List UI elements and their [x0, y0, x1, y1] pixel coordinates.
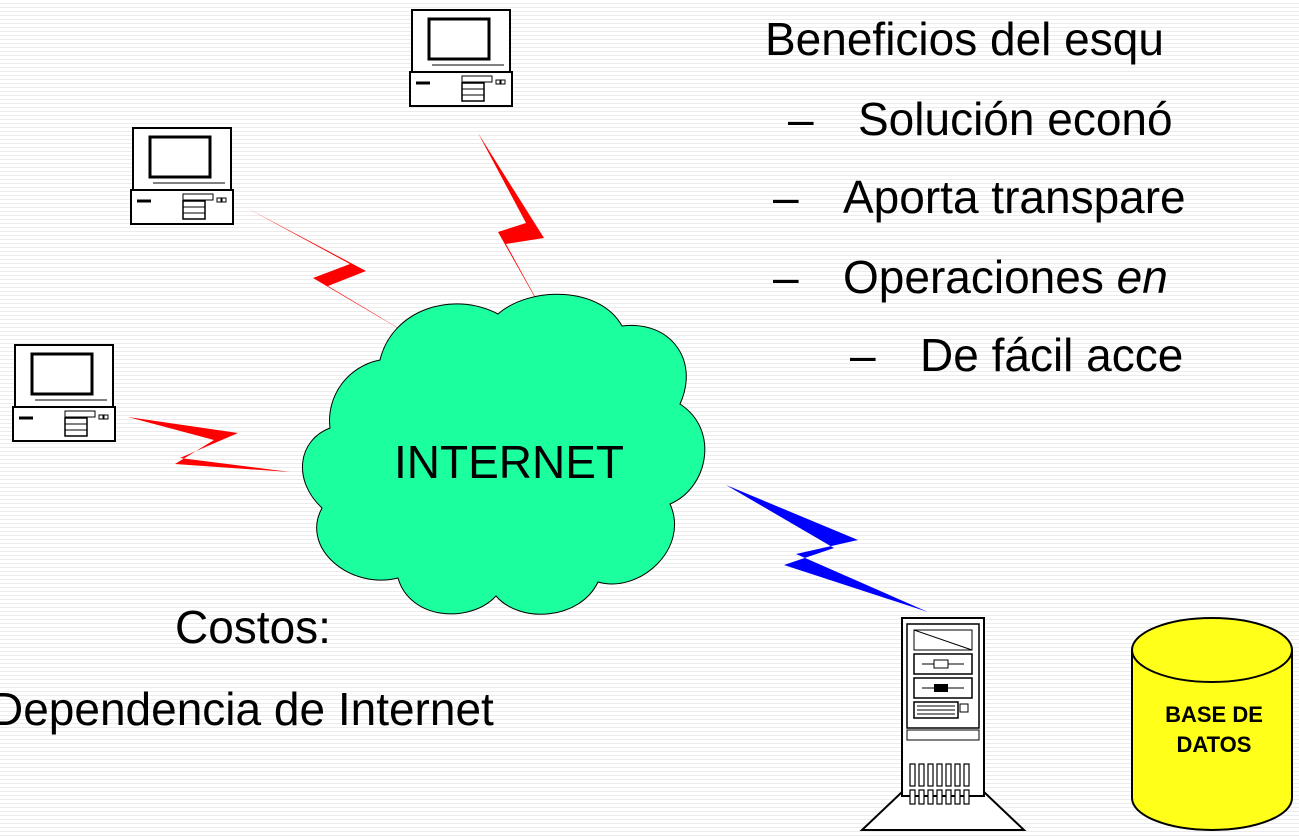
benefit-item-2: –Aporta transpare	[773, 170, 1186, 224]
internet-label: INTERNET	[394, 436, 624, 488]
benefit-text-3: Operaciones	[843, 251, 1117, 303]
server-icon	[859, 617, 1027, 831]
link-bolt-left	[128, 417, 290, 472]
benefit-text-3-italic: en	[1116, 251, 1168, 303]
costs-item: Dependencia de Internet	[0, 683, 494, 735]
benefit-subitem: –De fácil acce	[850, 328, 1183, 382]
benefit-text-4: De fácil acce	[920, 329, 1184, 381]
benefit-item-3: –Operaciones en	[773, 250, 1168, 304]
computer-icon-left	[11, 343, 117, 443]
computer-icon-upper-left	[129, 126, 235, 226]
database-label-line-1: BASE DE	[1165, 702, 1263, 727]
database-label: BASE DE DATOS	[1134, 700, 1294, 760]
dash-marker: –	[850, 329, 876, 381]
dash-marker: –	[773, 171, 799, 223]
benefit-text-2: Aporta transpare	[843, 171, 1186, 223]
benefit-text-1: Solución econó	[858, 93, 1173, 145]
database-label-line-2: DATOS	[1176, 732, 1252, 757]
link-bolt-upper-left	[245, 207, 440, 353]
link-bolt-top	[478, 133, 560, 342]
database-cylinder	[1131, 617, 1293, 831]
internet-cloud	[301, 293, 706, 615]
computer-icon-top	[408, 8, 514, 108]
dash-marker: –	[773, 251, 799, 303]
dash-marker: –	[788, 93, 814, 145]
benefits-title: Beneficios del esqu	[765, 13, 1164, 65]
link-bolt-server	[726, 485, 928, 612]
costs-title: Costos:	[175, 601, 331, 653]
benefit-item-1: –Solución econó	[788, 92, 1173, 146]
